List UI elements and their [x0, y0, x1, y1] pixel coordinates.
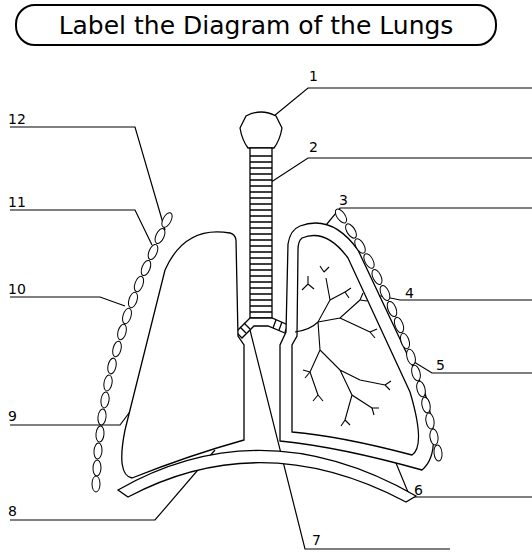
larynx [240, 112, 282, 148]
leader-line [10, 210, 152, 245]
leader-line [263, 88, 532, 125]
callout-number: 3 [339, 192, 348, 208]
leader-line [262, 158, 532, 188]
leader-line [10, 450, 215, 520]
leader-line [10, 297, 125, 306]
callout-number: 8 [8, 503, 17, 519]
leader-line [10, 127, 165, 230]
callout-number: 5 [436, 357, 445, 373]
diaphragm [118, 450, 416, 502]
callout-number: 9 [8, 408, 17, 424]
ribs-left [92, 211, 174, 492]
callout-number: 1 [309, 68, 318, 84]
left-lung [122, 232, 244, 478]
leader-lines [10, 88, 532, 549]
callout-number: 10 [8, 281, 26, 297]
callout-number: 2 [309, 139, 318, 155]
trachea [250, 148, 272, 318]
callout-number: 12 [8, 111, 26, 127]
callout-number: 6 [414, 482, 423, 498]
leader-line [322, 208, 532, 230]
callout-number: 4 [405, 285, 414, 301]
worksheet-title: Label the Diagram of the Lungs [15, 4, 497, 46]
callout-number: 11 [8, 194, 26, 210]
pleura [280, 223, 434, 470]
right-lung [292, 236, 419, 456]
callout-number: 7 [312, 532, 321, 548]
bronchial-tree [295, 266, 391, 426]
ribs-right [333, 207, 443, 461]
